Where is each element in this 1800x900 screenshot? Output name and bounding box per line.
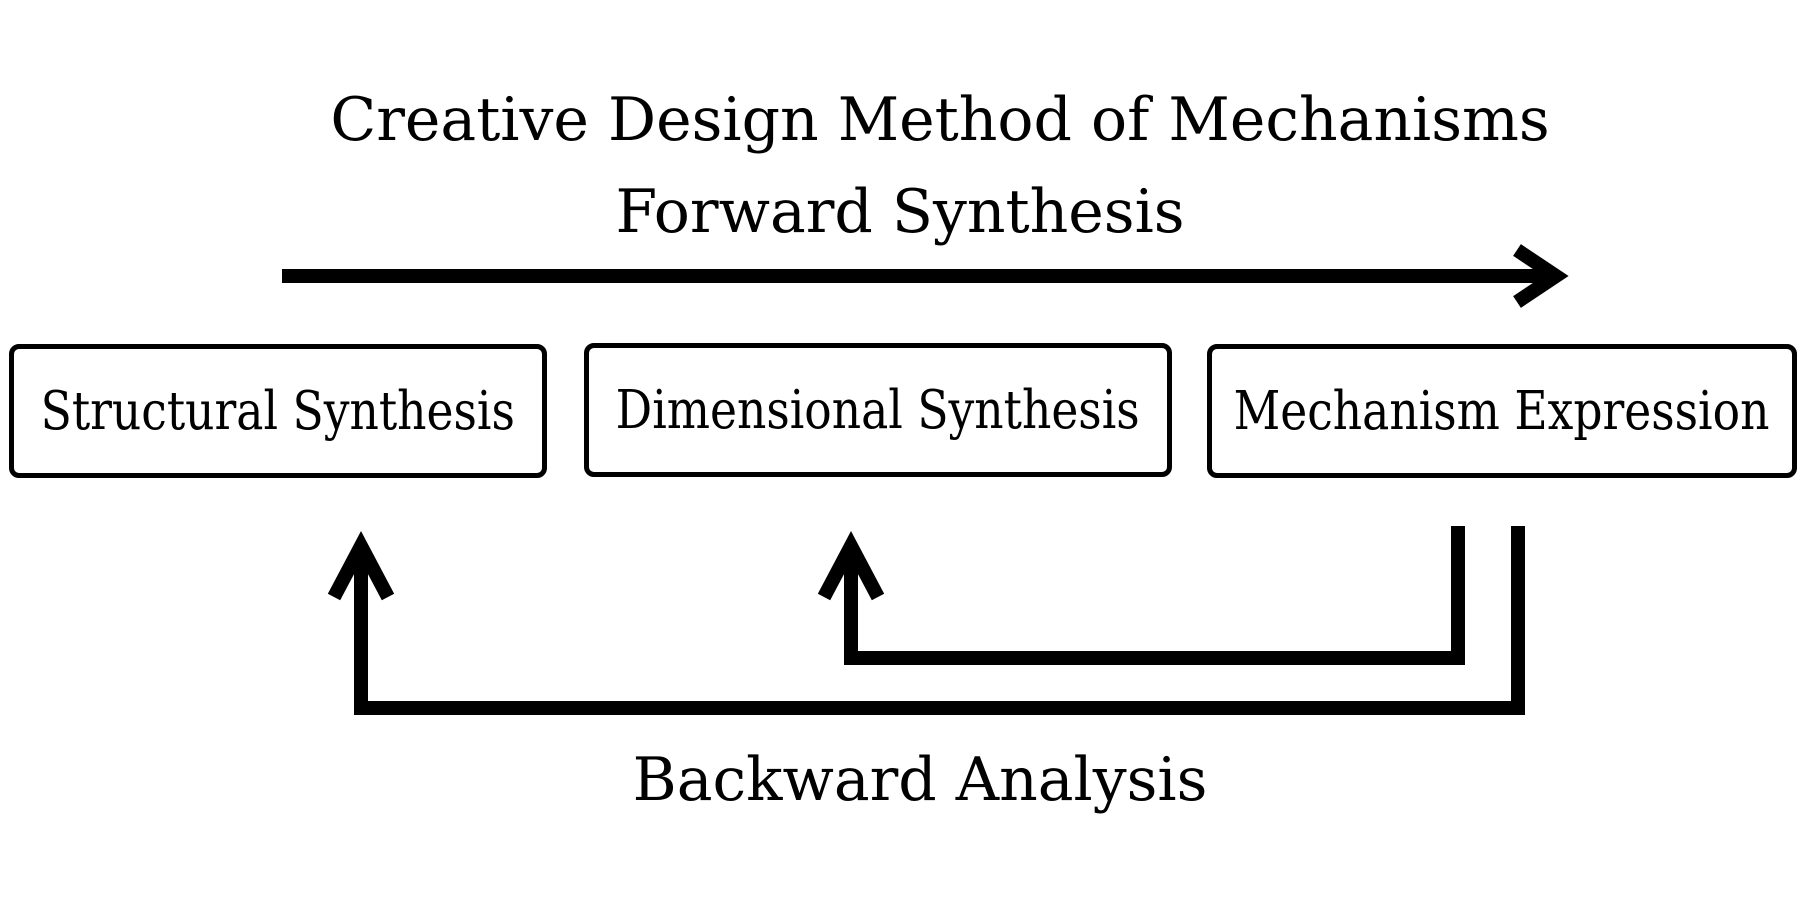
backward-arrow-dimensional-head [817, 531, 885, 601]
backward-arrow-dimensional [817, 526, 1465, 665]
forward-arrow-head [1513, 244, 1569, 308]
forward-synthesis-label: Forward Synthesis [615, 177, 1185, 247]
structural-synthesis-label: Structural Synthesis [40, 380, 516, 442]
backward-arrow-structural-path [354, 526, 1525, 715]
backward-arrow-dimensional-path [844, 526, 1465, 665]
forward-arrow [282, 244, 1569, 308]
backward-arrow-structural [327, 526, 1525, 715]
diagram-title: Creative Design Method of Mechanisms [330, 85, 1550, 155]
mechanism-expression-label: Mechanism Expression [1234, 380, 1770, 442]
backward-arrow-structural-head [327, 531, 395, 601]
structural-synthesis-box: Structural Synthesis [9, 344, 547, 478]
mechanism-expression-box: Mechanism Expression [1207, 344, 1797, 478]
dimensional-synthesis-box: Dimensional Synthesis [584, 343, 1172, 477]
backward-analysis-label: Backward Analysis [632, 745, 1208, 815]
dimensional-synthesis-label: Dimensional Synthesis [615, 379, 1141, 441]
